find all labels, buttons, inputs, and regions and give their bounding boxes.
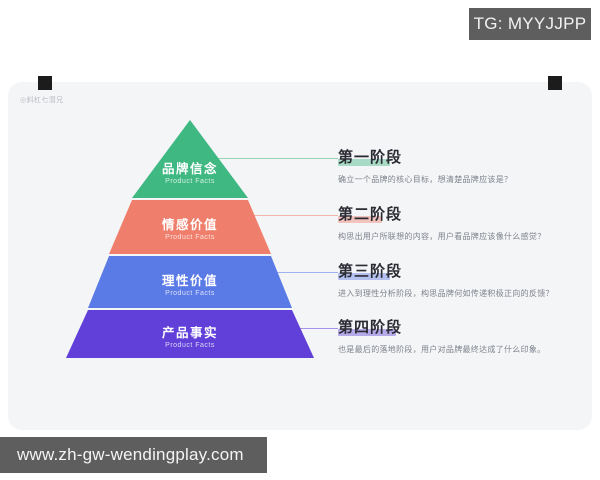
tg-handle-text: TG: MYYJJPP: [473, 14, 587, 33]
stage-block-4: 第四阶段 也是最后的落地阶段，用户对品牌最终达成了什么印象。: [338, 316, 546, 356]
stage-block-1: 第一阶段 确立一个品牌的核心目标，想清楚品牌应该是？: [338, 146, 512, 186]
stage-1-description: 确立一个品牌的核心目标，想清楚品牌应该是？: [338, 175, 513, 184]
site-watermark-bar: www.zh-gw-wendingplay.com: [0, 437, 267, 473]
site-watermark-text: www.zh-gw-wendingplay.com: [17, 445, 244, 464]
stage-2-description: 构思出用户所联想的内容，用户看品牌应该像什么感觉？: [338, 232, 546, 241]
stage-2-highlight-bar: [338, 216, 382, 223]
stage-block-2: 第二阶段 构思出用户所联想的内容，用户看品牌应该像什么感觉？: [338, 203, 546, 243]
stage-3-description: 进入到理性分析阶段，构思品牌何如传递积极正向的反馈？: [338, 289, 554, 298]
brand-pyramid-diagram: 品牌信念 Product Facts 情感价值 Product Facts 理性…: [66, 120, 314, 360]
stage-4-title: 第四阶段: [338, 319, 403, 336]
stage-4-description: 也是最后的落地阶段，用户对品牌最终达成了什么印象。: [338, 345, 546, 354]
connector-line-stage-4: [276, 328, 338, 329]
brand-watermark-label: ◎斜杠七潜兄: [20, 97, 64, 104]
pyramid-tier-3-shape: [88, 256, 292, 308]
tg-handle-badge: TG: MYYJJPP: [469, 8, 591, 40]
pyramid-tier-2-shape: [109, 200, 271, 254]
stage-3-title: 第三阶段: [338, 263, 403, 280]
stage-1-highlight-bar: [338, 159, 390, 166]
connector-line-stage-2: [216, 215, 338, 216]
stage-3-highlight-bar: [338, 273, 390, 280]
connector-line-stage-1: [190, 158, 338, 159]
slide-card: ◎斜杠七潜兄 品牌信念 Product Facts 情感价值 Product F…: [8, 76, 592, 430]
pyramid-tier-1-shape: [132, 120, 248, 198]
connector-line-stage-3: [242, 272, 338, 273]
stage-2-title-wrap: 第二阶段: [338, 203, 404, 224]
stage-1-title: 第一阶段: [338, 149, 403, 166]
pyramid-shapes: [66, 120, 314, 358]
pyramid-tier-4-shape: [66, 310, 314, 358]
stage-4-highlight-bar: [338, 329, 396, 336]
stage-4-title-wrap: 第四阶段: [338, 316, 404, 337]
corner-accent-right-icon: [548, 76, 562, 90]
stage-block-3: 第三阶段 进入到理性分析阶段，构思品牌何如传递积极正向的反馈？: [338, 260, 554, 300]
stage-2-title: 第二阶段: [338, 206, 403, 223]
stage-1-title-wrap: 第一阶段: [338, 146, 404, 167]
corner-accent-left-icon: [38, 76, 52, 90]
stage-3-title-wrap: 第三阶段: [338, 260, 404, 281]
